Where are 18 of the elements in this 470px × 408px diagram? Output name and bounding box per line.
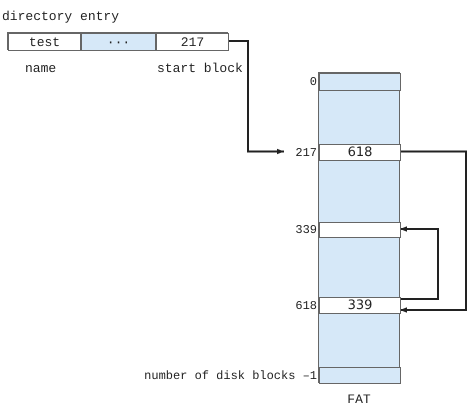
arrow	[400, 226, 439, 300]
cell-value: test	[28, 34, 62, 50]
heading: directory entry	[2, 8, 120, 26]
cell-value: ···	[106, 34, 132, 50]
cell-value: 618	[346, 145, 374, 160]
arrow	[400, 150, 467, 313]
block-number: number of disk blocks –1	[144, 368, 317, 383]
field-label: name	[25, 60, 56, 78]
block-number: 0	[310, 74, 317, 90]
arrow	[228, 40, 284, 154]
block-number: 618	[295, 298, 317, 313]
cell-value: 217	[180, 34, 206, 50]
block-number: 339	[295, 223, 317, 237]
cell-value: 339	[346, 298, 374, 313]
block-number: 217	[295, 145, 317, 160]
field-label: start block	[157, 60, 243, 78]
table-cell	[81, 33, 156, 51]
heading: FAT	[346, 391, 372, 408]
